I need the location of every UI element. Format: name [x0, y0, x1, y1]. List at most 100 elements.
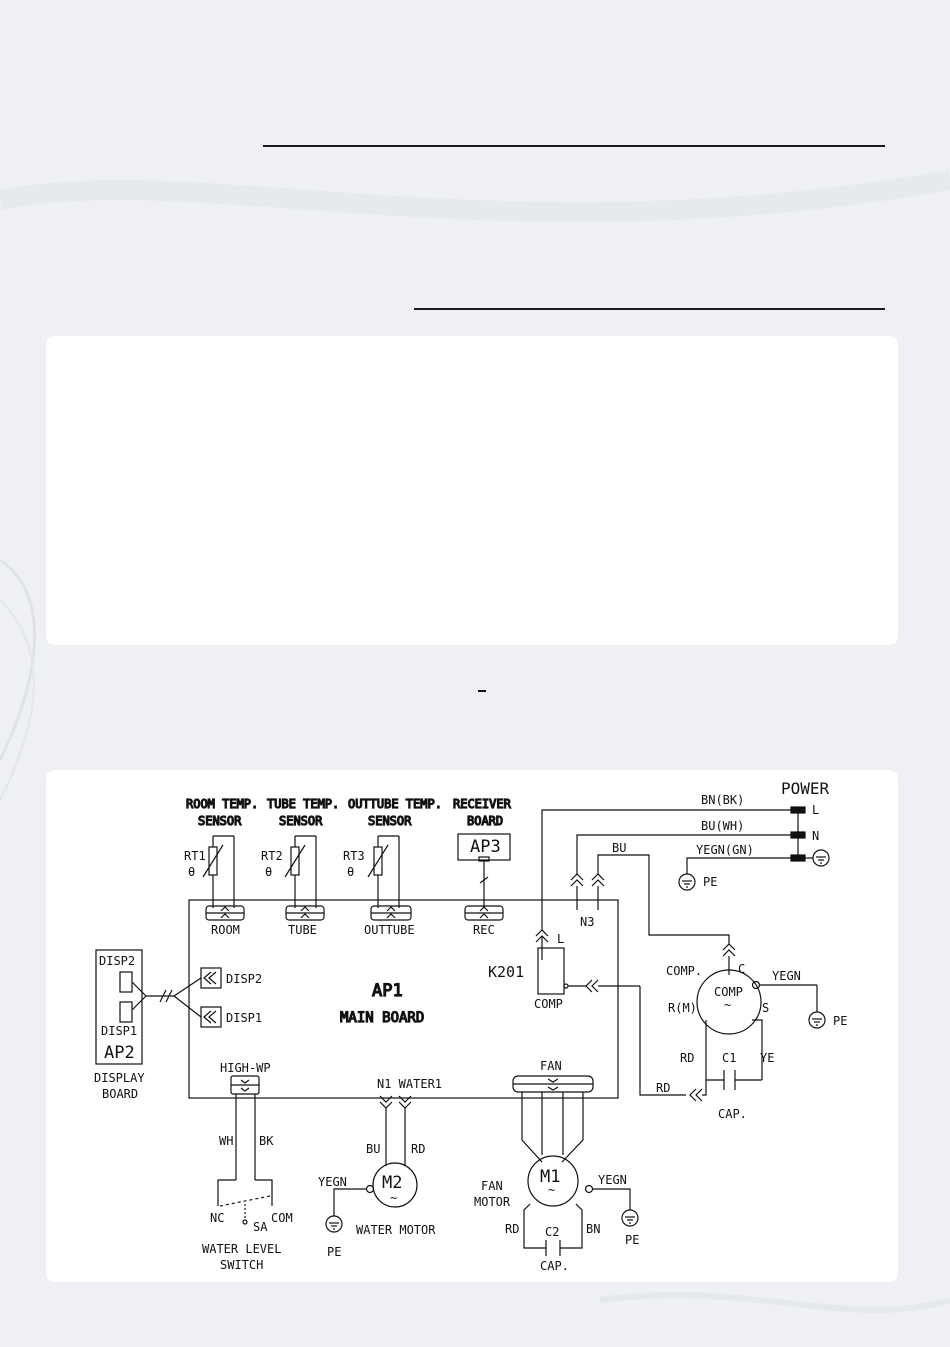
text-panel — [46, 336, 898, 645]
water-motor-label: WATER MOTOR — [356, 1223, 436, 1237]
terminal-l: L — [812, 803, 819, 817]
comp-c-terminal: C — [738, 962, 745, 976]
c1-label: C1 — [722, 1051, 736, 1065]
room-connector: ROOM — [205, 905, 245, 937]
m2-rd: RD — [411, 1142, 425, 1156]
c2-label: C2 — [545, 1225, 559, 1239]
comp-ye: YE — [760, 1051, 774, 1065]
header-rule-top — [263, 145, 885, 147]
k201-relay: K201 COMP — [488, 947, 686, 1096]
room-sensor-label: SENSOR — [198, 814, 242, 828]
room-connector-label: ROOM — [211, 923, 240, 937]
wire-yegn-gn: YEGN(GN) — [696, 843, 754, 857]
wls-com: COM — [271, 1211, 293, 1225]
comp-rd: RD — [680, 1051, 694, 1065]
ap2-label: AP2 — [104, 1043, 135, 1063]
compressor: C COMP. COMP ~ YEGN PE R(M) S RD YE C1 R… — [656, 943, 847, 1121]
disp2-connector: DISP2 — [200, 967, 262, 989]
rt1-label: RT1 — [184, 849, 206, 863]
ap3-receiver-board: AP3 — [457, 833, 511, 908]
wire-l: BN(BK) L — [535, 793, 791, 960]
fan-motor-label-1: FAN — [481, 1179, 503, 1193]
display-label: DISPLAY — [94, 1071, 145, 1085]
wls-nc: NC — [210, 1211, 224, 1225]
high-wp-connector: HIGH-WP — [220, 1061, 271, 1095]
m1-rd: RD — [505, 1222, 519, 1236]
rt1-theta: θ — [188, 865, 195, 879]
outtube-temp-label: OUTTUBE TEMP. — [348, 797, 442, 811]
power-label: POWER — [781, 779, 830, 798]
tube-connector: TUBE — [285, 905, 325, 937]
wls-sa: SA — [253, 1220, 268, 1234]
rt1-room-sensor: RT1 θ — [184, 835, 235, 908]
tube-temp-label: TUBE TEMP. — [267, 797, 339, 811]
water-level-switch: WH BK NC COM SA WATER LEVEL SWITCH — [202, 1094, 293, 1272]
outtube-sensor-label: SENSOR — [368, 814, 412, 828]
wire-n: BU(WH) BU N3 — [570, 819, 791, 945]
disp2-connector-label: DISP2 — [226, 972, 262, 986]
rec-connector: REC — [464, 905, 504, 937]
n1-water1-label: N1 WATER1 — [377, 1077, 442, 1091]
rt3-theta: θ — [347, 865, 354, 879]
fan-motor-label-2: MOTOR — [474, 1195, 511, 1209]
receiver-label: RECEIVER — [453, 797, 512, 811]
fan-connector-label: FAN — [540, 1059, 562, 1073]
m1-yegn: YEGN — [598, 1173, 627, 1187]
rt2-label: RT2 — [261, 849, 283, 863]
power-pe: PE — [703, 875, 717, 889]
wire-bu-wh: BU(WH) — [701, 819, 744, 833]
comp-tilde: ~ — [724, 998, 731, 1012]
ap1-label: AP1 — [372, 981, 403, 1001]
wiring-diagram: AP1 MAIN BOARD ROOM TEMP. SENSOR TUBE TE… — [94, 779, 847, 1273]
rt2-theta: θ — [265, 865, 272, 879]
m2-bu: BU — [366, 1142, 380, 1156]
comp-dot-label: COMP. — [666, 964, 702, 978]
m2-yegn: YEGN — [318, 1175, 347, 1189]
comp-s-terminal: S — [762, 1001, 769, 1015]
wls-wh: WH — [219, 1134, 233, 1148]
m1-tilde: ~ — [548, 1183, 555, 1197]
header-rule-second — [414, 308, 885, 310]
k201-label: K201 — [488, 963, 524, 981]
disp1-connector-label: DISP1 — [226, 1011, 262, 1025]
ap2-disp2-label: DISP2 — [99, 954, 135, 968]
m2-pe: PE — [327, 1245, 341, 1259]
ap3-label: AP3 — [470, 837, 501, 857]
main-board-label: MAIN BOARD — [340, 1010, 424, 1026]
wire-bn-bk: BN(BK) — [701, 793, 744, 807]
rt3-label: RT3 — [343, 849, 365, 863]
receiver-board-label: BOARD — [467, 814, 503, 828]
dash-mark — [478, 690, 486, 692]
ap2-disp1-label: DISP1 — [101, 1024, 137, 1038]
outtube-connector-label: OUTTUBE — [364, 923, 415, 937]
rt3-outtube-sensor: RT3 θ — [343, 835, 400, 908]
k201-comp-label: COMP — [534, 997, 563, 1011]
display-board-ap2: DISP2 DISP1 AP2 DISPLAY BOARD — [94, 949, 202, 1101]
display-board-label: BOARD — [102, 1087, 138, 1101]
c1-cap-label: CAP. — [718, 1107, 747, 1121]
outtube-connector: OUTTUBE — [364, 905, 415, 937]
high-wp-label: HIGH-WP — [220, 1061, 271, 1075]
disp1-connector: DISP1 — [200, 1006, 262, 1028]
m2-tilde: ~ — [390, 1191, 397, 1205]
main-board-ap1 — [188, 899, 619, 1099]
comp-rm-terminal: R(M) — [668, 1001, 697, 1015]
power-terminals: L N — [790, 803, 830, 867]
relay-l: L — [557, 932, 564, 946]
cap-rd: RD — [656, 1081, 670, 1095]
tube-connector-label: TUBE — [288, 923, 317, 937]
diagram-panel — [46, 770, 898, 1282]
wls-label-1: WATER LEVEL — [202, 1242, 281, 1256]
rec-connector-label: REC — [473, 923, 495, 937]
m1-pe: PE — [625, 1233, 639, 1247]
m1-bn: BN — [586, 1222, 600, 1236]
wire-pe: YEGN(GN) PE — [678, 843, 791, 891]
fan-motor-m1: FAN M1 ~ YEGN PE FAN MOTOR RD BN C2 CAP. — [474, 1059, 639, 1273]
terminal-n: N — [812, 829, 819, 843]
m2-label: M2 — [382, 1173, 402, 1193]
c2-cap-label: CAP. — [540, 1259, 569, 1273]
wls-label-2: SWITCH — [220, 1258, 263, 1272]
comp-center-label: COMP — [714, 985, 743, 999]
n3-label: N3 — [580, 915, 594, 929]
